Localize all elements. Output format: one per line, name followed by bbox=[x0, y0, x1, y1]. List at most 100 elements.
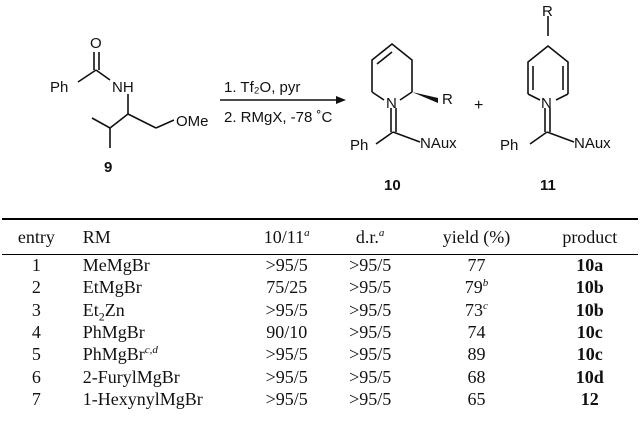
cell-yield-text: 74 bbox=[467, 322, 486, 343]
reactant-o: O bbox=[90, 35, 102, 52]
table-row: 5 PhMgBrc,d >95/5 >95/5 89 10c bbox=[2, 343, 638, 365]
cell-ratio: >95/5 bbox=[265, 255, 308, 276]
cell-yield-text: 65 bbox=[467, 388, 486, 409]
reactant-ph: Ph bbox=[50, 79, 68, 96]
cell-entry: 7 bbox=[31, 388, 41, 409]
product-11-ph: Ph bbox=[500, 137, 518, 154]
cell-yield-footnote: c bbox=[483, 299, 488, 312]
cell-rm: Et2Zn bbox=[71, 299, 245, 324]
header-rm: RM bbox=[71, 220, 245, 254]
cell-rm: EtMgBr bbox=[71, 276, 245, 298]
cell-entry: 6 bbox=[31, 366, 41, 387]
cell-product: 10c bbox=[576, 322, 603, 343]
reactant-nh: NH bbox=[112, 79, 134, 96]
table-row: 4 PhMgBr 90/10 >95/5 74 10c bbox=[2, 321, 638, 343]
product-10 bbox=[371, 42, 421, 145]
product-11-label: 11 bbox=[540, 177, 556, 194]
header-rm-text: RM bbox=[82, 226, 111, 247]
header-dr: d.r.a bbox=[329, 220, 411, 254]
cell-dr: >95/5 bbox=[349, 388, 392, 409]
cell-rm: PhMgBrc,d bbox=[71, 343, 245, 365]
header-ratio-footnote: a bbox=[304, 226, 310, 239]
cell-ratio: >95/5 bbox=[265, 344, 308, 365]
cell-entry: 4 bbox=[31, 322, 41, 343]
cell-yield-text: 77 bbox=[467, 255, 486, 276]
cell-ratio: >95/5 bbox=[265, 388, 308, 409]
cell-product: 12 bbox=[580, 388, 599, 409]
cell-dr: >95/5 bbox=[349, 299, 392, 320]
cell-yield: 65 bbox=[411, 388, 541, 410]
cell-product: 10a bbox=[576, 255, 604, 276]
cell-ratio: >95/5 bbox=[265, 366, 308, 387]
cell-yield-text: 73 bbox=[465, 299, 484, 320]
table-header-row: entry RM 10/11a d.r.a yield (%) product bbox=[2, 220, 638, 254]
cell-rm-rest: Zn bbox=[104, 299, 125, 320]
arrow-head bbox=[336, 96, 346, 104]
cell-entry: 5 bbox=[31, 344, 41, 365]
condition-step2: 2. RMgX, -78 ˚C bbox=[224, 109, 333, 126]
header-product: product bbox=[562, 226, 618, 247]
product-10-n: N bbox=[386, 95, 397, 112]
cell-ratio: >95/5 bbox=[265, 299, 308, 320]
cell-yield-text: 89 bbox=[467, 344, 486, 365]
cell-product: 10b bbox=[575, 299, 604, 320]
cell-yield-text: 68 bbox=[467, 366, 486, 387]
product-10-ph: Ph bbox=[350, 137, 368, 154]
cell-dr: >95/5 bbox=[349, 255, 392, 276]
cell-yield-footnote: b bbox=[482, 277, 489, 290]
cell-rm-text: 2-FurylMgBr bbox=[82, 366, 180, 387]
reactant-9 bbox=[77, 52, 175, 148]
cell-yield: 68 bbox=[411, 365, 541, 387]
cell-rm-text: Et bbox=[82, 299, 99, 320]
header-entry: entry bbox=[17, 226, 55, 247]
product-11-naux: NAux bbox=[574, 135, 611, 152]
wedge-bond bbox=[412, 92, 438, 103]
reaction-scheme: O Ph NH OMe 9 1. Tf₂O, pyr 2. RMgX, -78 … bbox=[50, 3, 611, 194]
cell-yield: 74 bbox=[411, 321, 541, 343]
header-ratio: 10/11a bbox=[244, 220, 328, 254]
cell-ratio: 90/10 bbox=[266, 322, 308, 343]
cell-dr: >95/5 bbox=[349, 322, 392, 343]
cell-dr: >95/5 bbox=[349, 344, 392, 365]
cell-entry: 2 bbox=[31, 277, 41, 298]
cell-rm: 1-HexynylMgBr bbox=[71, 388, 245, 410]
results-table: entry RM 10/11a d.r.a yield (%) product … bbox=[2, 220, 638, 410]
product-11-n: N bbox=[541, 95, 552, 112]
cell-yield: 77 bbox=[411, 254, 541, 276]
cell-yield-text: 79 bbox=[464, 277, 483, 298]
table-top-rule bbox=[2, 218, 638, 220]
reactant-ome: OMe bbox=[176, 113, 209, 130]
cell-rm-text: MeMgBr bbox=[82, 255, 150, 276]
cell-dr: >95/5 bbox=[349, 366, 392, 387]
cell-yield: 73c bbox=[411, 299, 541, 321]
cell-rm-subscript: 2 bbox=[98, 309, 105, 324]
cell-product: 10b bbox=[575, 277, 604, 298]
table-row: 6 2-FurylMgBr >95/5 >95/5 68 10d bbox=[2, 365, 638, 387]
product-10-label: 10 bbox=[384, 177, 401, 194]
cell-rm-text: PhMgBr bbox=[82, 322, 145, 343]
cell-entry: 3 bbox=[31, 299, 41, 320]
reactant-label: 9 bbox=[104, 159, 112, 176]
cell-rm-text: 1-HexynylMgBr bbox=[82, 388, 203, 409]
product-11 bbox=[527, 16, 575, 145]
header-dr-footnote: a bbox=[378, 226, 385, 239]
product-10-naux: NAux bbox=[420, 135, 457, 152]
cell-product: 10c bbox=[576, 344, 603, 365]
cell-rm: 2-FurylMgBr bbox=[71, 365, 245, 387]
cell-yield: 89 bbox=[411, 343, 541, 365]
header-ratio-text: 10/11 bbox=[263, 226, 305, 247]
cell-entry: 1 bbox=[31, 255, 41, 276]
cell-product: 10d bbox=[575, 366, 604, 387]
header-yield: yield (%) bbox=[442, 226, 511, 247]
header-dr-text: d.r. bbox=[355, 226, 379, 247]
cell-yield: 79b bbox=[411, 276, 541, 298]
cell-rm: PhMgBr bbox=[71, 321, 245, 343]
cell-rm-footnote: c,d bbox=[144, 344, 158, 357]
table-row: 1 MeMgBr >95/5 >95/5 77 10a bbox=[2, 254, 638, 276]
table-row: 7 1-HexynylMgBr >95/5 >95/5 65 12 bbox=[2, 388, 638, 410]
cell-dr: >95/5 bbox=[349, 277, 392, 298]
table-header-rule bbox=[2, 254, 638, 255]
product-11-r: R bbox=[542, 3, 553, 20]
plus-sign: + bbox=[474, 97, 483, 114]
